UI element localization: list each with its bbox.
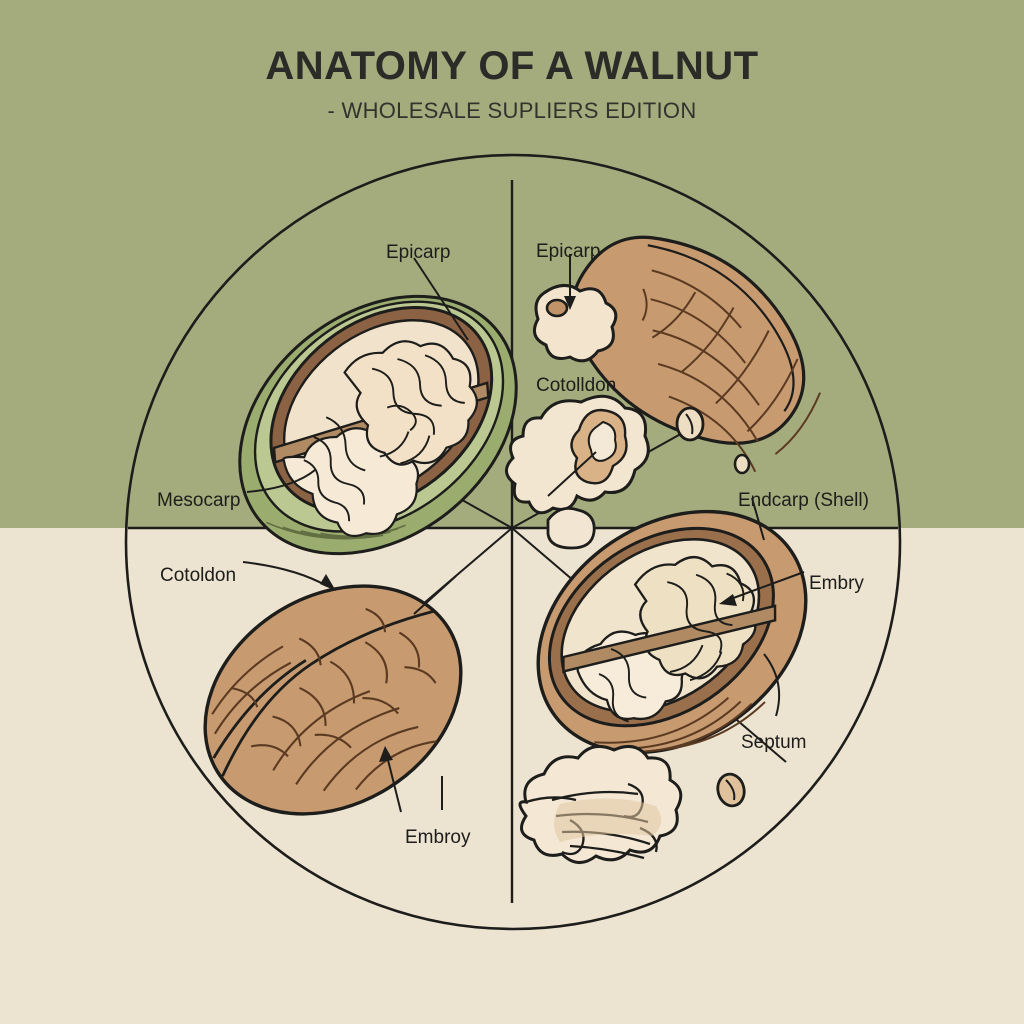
arrow-cotoldon [320, 574, 336, 591]
half-shell-body [570, 235, 806, 445]
specimen-kernel-half [518, 744, 683, 864]
anatomy-label-septum: Septum [741, 732, 807, 753]
specimen-cotyledon-piece [532, 284, 618, 363]
specimen-seed-coat-bit [546, 406, 751, 550]
arrow-epicarp-ur [564, 296, 576, 310]
specimen-cracked-walnut [536, 509, 808, 755]
cracked-kernel-wrinkles [598, 572, 745, 723]
diagram-circle [124, 153, 902, 931]
leader-septum [763, 653, 781, 717]
anatomy-label-mesocarp: Mesocarp [157, 490, 241, 511]
seed-bit-blob [546, 506, 596, 550]
arrow-whole-walnut-bottom [379, 746, 393, 762]
anatomy-label-epicarp-ur: Epicarp [536, 241, 601, 262]
leader-epicarp-ul [413, 257, 469, 341]
anatomy-label-embry: Embry [809, 573, 864, 594]
seed-bit-large-crease [685, 413, 694, 435]
embryo-bit-body [716, 772, 746, 808]
specimen-cross-section-husk [238, 294, 518, 556]
leader-mesocarp [246, 469, 316, 493]
kernel-half-edge [525, 796, 577, 804]
leader-cotoldon [242, 561, 328, 587]
specimen-embryo-bit [716, 772, 746, 808]
anatomy-label-epicarp-ul: Epicarp [386, 242, 451, 263]
half-shell-rim [647, 244, 795, 412]
embryo-bit-crease [725, 779, 736, 801]
leader-lines [242, 254, 805, 813]
kernel-fragment-inner-cream [587, 420, 617, 462]
anatomy-label-cotoldon: Cotoldon [160, 565, 237, 586]
leader-cotolldon [547, 451, 597, 497]
anatomy-label-embroy: Embroy [405, 827, 471, 848]
cotyledon-hilum [545, 298, 569, 318]
anatomy-label-endcarp: Endcarp (Shell) [738, 490, 869, 511]
arrow-embry [719, 594, 737, 606]
seed-bit-small [733, 453, 751, 475]
leader-embry [727, 571, 805, 601]
seed-bit-large [675, 406, 705, 442]
anatomy-label-cotolldon: Cotolldon [536, 375, 617, 396]
whole-walnut-body [203, 584, 463, 816]
kernel-half-tan-wash [554, 798, 662, 842]
whole-walnut-texture [211, 607, 437, 792]
specimen-whole-walnut [203, 584, 463, 816]
kernel-wrinkles [303, 354, 465, 522]
specimen-kernel-fragment [505, 394, 650, 515]
leader-whole-walnut-bottom [386, 755, 402, 813]
leader-whole-walnut-right [413, 575, 457, 615]
leader-endcarp [751, 497, 765, 541]
